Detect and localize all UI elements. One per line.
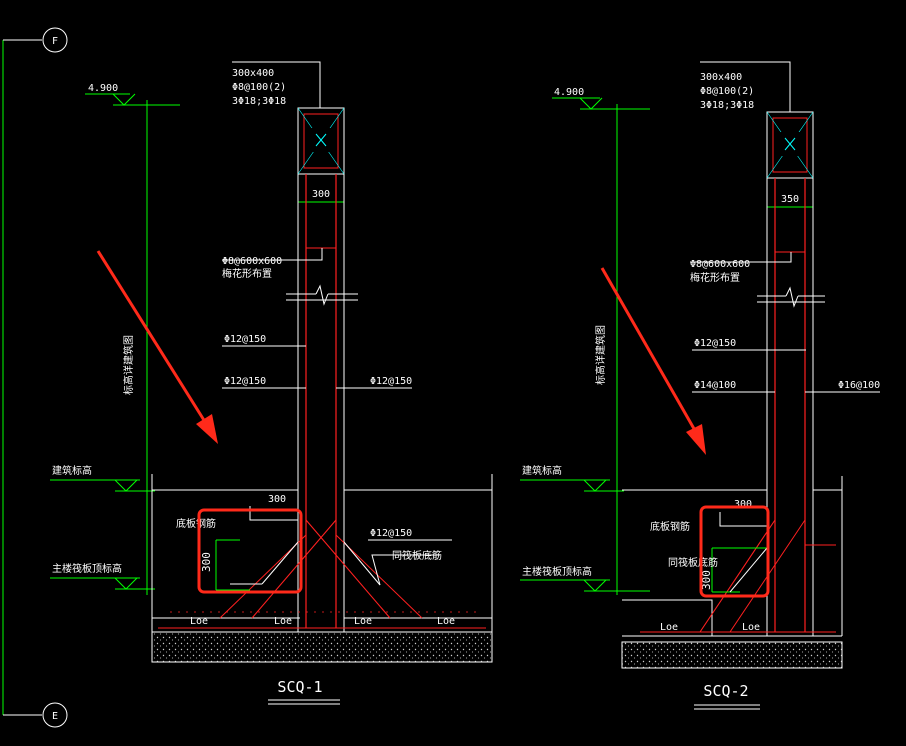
haunch-width-dim: 300 bbox=[268, 494, 286, 505]
haunch-label: 底板钢筋 bbox=[650, 520, 690, 533]
vert-bar-label-right: Φ12@150 bbox=[370, 376, 412, 387]
haunch-rebar bbox=[158, 519, 486, 629]
level-floor-text: 主楼筏板顶标高 bbox=[52, 562, 122, 575]
tie-bar-note: 梅花形布置 bbox=[690, 271, 740, 284]
detail-scq-1: 4.900 标高详建筑图 建筑标高 主楼筏板顶标高 300x400 Φ8@100… bbox=[50, 61, 493, 705]
level-building-text: 建筑标高 bbox=[522, 464, 562, 477]
grid-bubble-f bbox=[42, 27, 68, 53]
lap-label-1: Loe bbox=[660, 622, 678, 633]
wall-rebar bbox=[305, 174, 337, 628]
wall-thickness-dimension: 300 bbox=[312, 189, 330, 200]
lap-label-4: Loe bbox=[437, 616, 455, 627]
level-floor-text: 主楼筏板顶标高 bbox=[522, 565, 592, 578]
elevation-text: 4.900 bbox=[554, 87, 584, 98]
haunch-width-dim: 300 bbox=[734, 499, 752, 510]
beam-stirrup: Φ8@100(2) bbox=[232, 82, 286, 93]
detail-title: SCQ-2 bbox=[703, 682, 748, 700]
highlight-box bbox=[699, 505, 770, 598]
tie-bar-note: 梅花形布置 bbox=[222, 267, 272, 280]
haunch-rebar bbox=[640, 519, 836, 633]
beam-size: 300x400 bbox=[232, 68, 274, 79]
vert-bar-label-right: Φ16@100 bbox=[838, 380, 880, 391]
lap-label-3: Loe bbox=[354, 616, 372, 627]
grid-label-f: F bbox=[52, 36, 58, 47]
haunch-note: 同筏板底筋 bbox=[668, 556, 718, 569]
lap-label-2: Loe bbox=[274, 616, 292, 627]
foundation-outline bbox=[622, 476, 843, 637]
beam-bars: 3Φ18;3Φ18 bbox=[700, 100, 754, 111]
beam-stirrup: Φ8@100(2) bbox=[700, 86, 754, 97]
elevation-marker: 4.900 bbox=[552, 87, 650, 110]
annotation-arrow bbox=[600, 267, 706, 455]
detail-scq-2: 4.900 标高详建筑图 建筑标高 主楼筏板顶标高 300x400 Φ8@100… bbox=[520, 61, 880, 710]
level-floor: 主楼筏板顶标高 bbox=[50, 562, 155, 590]
foundation-outline bbox=[151, 474, 493, 632]
tie-bar-label: Φ8@600x600 bbox=[690, 259, 750, 270]
wall-rebar bbox=[774, 178, 806, 632]
beam-bars: 3Φ18;3Φ18 bbox=[232, 96, 286, 107]
lap-label-2: Loe bbox=[742, 622, 760, 633]
break-symbol bbox=[286, 284, 358, 306]
beam-section bbox=[766, 111, 814, 179]
bottom-bar-label: Φ12@150 bbox=[370, 528, 412, 539]
wall-thickness-dimension: 350 bbox=[781, 194, 799, 205]
level-floor: 主楼筏板顶标高 bbox=[520, 565, 650, 592]
horiz-bar-label-1: Φ12@150 bbox=[224, 334, 266, 345]
horiz-bar-label-1: Φ12@150 bbox=[694, 338, 736, 349]
level-building-text: 建筑标高 bbox=[52, 464, 92, 477]
detail-title: SCQ-1 bbox=[277, 678, 322, 696]
haunch-label: 底板钢筋 bbox=[176, 517, 216, 530]
elevation-marker: 4.900 bbox=[85, 83, 180, 106]
beam-section bbox=[297, 107, 345, 175]
lap-label-1: Loe bbox=[190, 616, 208, 627]
haunch-height-dim: 300 bbox=[200, 552, 213, 572]
beam-size: 300x400 bbox=[700, 72, 742, 83]
highlight-box bbox=[197, 508, 303, 594]
tie-bar-label: Φ8@600x600 bbox=[222, 256, 282, 267]
break-symbol bbox=[757, 286, 825, 308]
level-building: 建筑标高 bbox=[50, 464, 155, 492]
elevation-text: 4.900 bbox=[88, 83, 118, 94]
height-dimension-text: 标高详建筑图 bbox=[122, 335, 135, 395]
grid-axis: F E bbox=[2, 27, 68, 728]
concrete-bed bbox=[621, 641, 843, 669]
grid-label-e: E bbox=[52, 711, 58, 722]
horiz-bar-label-2: Φ14@100 bbox=[694, 380, 736, 391]
annotation-arrow bbox=[96, 250, 218, 444]
height-dimension-text: 标高详建筑图 bbox=[594, 325, 607, 385]
bottom-bar-note: 同筏板底筋 bbox=[392, 549, 442, 562]
horiz-bar-label-2: Φ12@150 bbox=[224, 376, 266, 387]
wall-outline bbox=[297, 174, 345, 632]
level-building: 建筑标高 bbox=[520, 464, 624, 492]
concrete-bed bbox=[151, 631, 493, 663]
grid-bubble-e bbox=[42, 702, 68, 728]
haunch-height-dim: 300 bbox=[700, 570, 713, 590]
